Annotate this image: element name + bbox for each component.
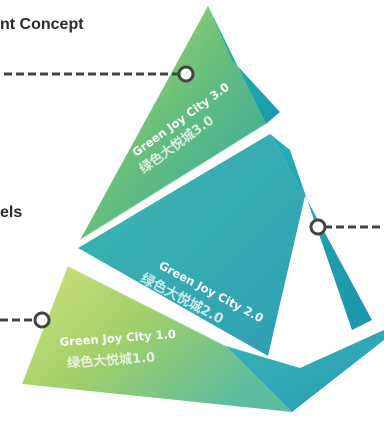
tier-divider-bottom xyxy=(67,265,227,347)
tier-1-face-left xyxy=(22,266,292,412)
tier-3-face-left xyxy=(80,6,266,240)
tier-1-face-right xyxy=(226,330,384,412)
left-heading: els xyxy=(0,204,23,221)
tier-3-face-right xyxy=(208,6,280,124)
tier-divider-top xyxy=(79,123,267,241)
connector-node-right xyxy=(309,218,327,236)
top-heading: nt Concept xyxy=(0,16,84,33)
tier-2-face-left xyxy=(78,134,305,356)
connector-node-left xyxy=(33,311,51,329)
connector-node-top xyxy=(177,65,195,83)
tier-1-chinese-label: 绿色大悦城1.0 xyxy=(67,349,156,371)
